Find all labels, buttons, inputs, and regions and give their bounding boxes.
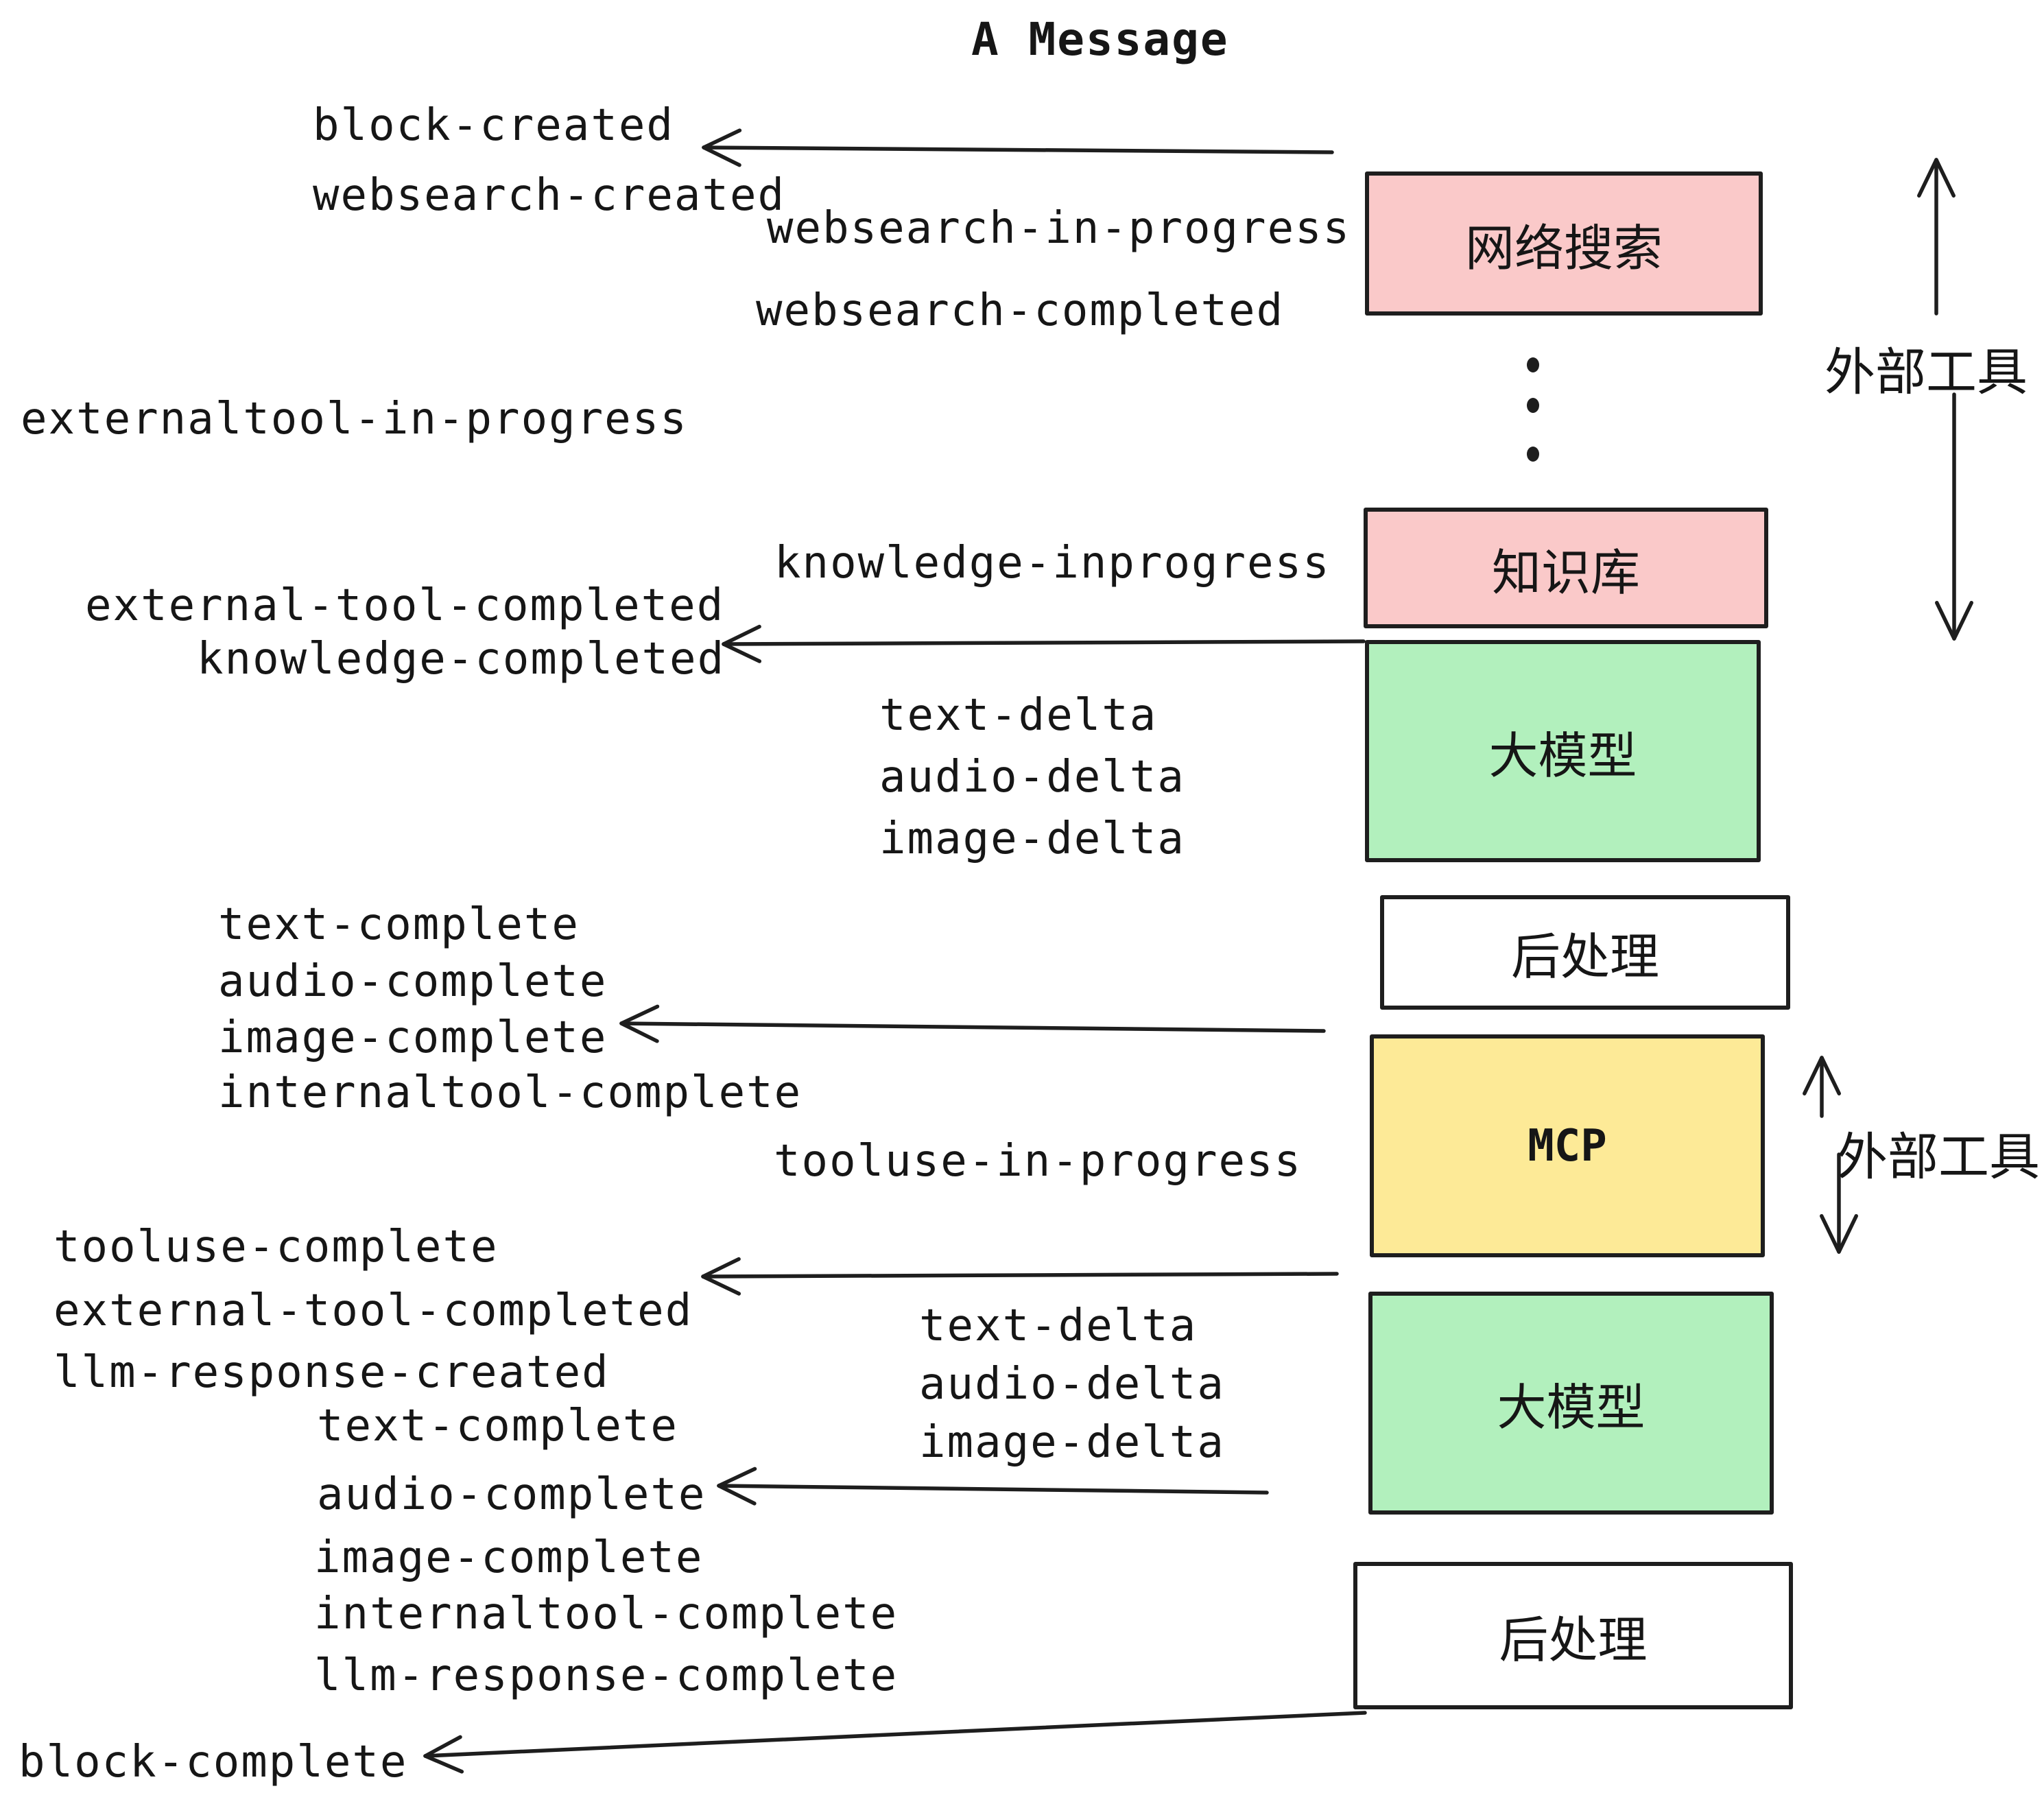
event-label-audio-complete: audio-complete [317, 1469, 706, 1520]
event-label-block-created: block-created [313, 100, 674, 151]
event-label-tooluse-complete: tooluse-complete [54, 1222, 499, 1272]
box-postprocess-2: 后处理 [1353, 1562, 1793, 1709]
event-label-external-tool-completed: external-tool-completed [85, 580, 725, 631]
box-label-postprocess-1: 后处理 [1510, 930, 1659, 985]
box-llm-1: 大模型 [1365, 640, 1761, 862]
arrow-to-audio-complete [717, 1467, 1269, 1506]
arrow-to-block-complete [423, 1711, 1367, 1774]
box-label-knowledge: 知识库 [1491, 545, 1640, 601]
event-label-image-complete: image-complete [314, 1532, 704, 1583]
event-label-audio-complete: audio-complete [218, 956, 608, 1007]
event-label-knowledge-inprogress: knowledge-inprogress [774, 538, 1331, 589]
arrow-to-tooluse-complete [701, 1257, 1339, 1296]
event-label-internaltool-complete: internaltool-complete [314, 1589, 899, 1639]
box-knowledge: 知识库 [1364, 508, 1768, 628]
event-label-knowledge-completed: knowledge-completed [197, 634, 726, 685]
event-label-image-delta: image-delta [919, 1417, 1225, 1468]
event-label-text-complete: text-complete [317, 1401, 678, 1451]
box-label-llm-2: 大模型 [1497, 1381, 1645, 1436]
event-label-text-delta: text-delta [879, 690, 1158, 741]
box-mcp: MCP [1370, 1034, 1765, 1257]
arrow-to-image-complete [619, 1004, 1326, 1043]
event-label-audio-delta: audio-delta [919, 1359, 1225, 1410]
event-label-llm-response-complete: llm-response-complete [314, 1650, 899, 1701]
event-label-external-tool-completed: external-tool-completed [54, 1285, 693, 1336]
box-label-llm-1: 大模型 [1488, 728, 1637, 784]
box-label-postprocess-2: 后处理 [1499, 1613, 1648, 1668]
external-tool-down-arrow [1935, 392, 1973, 641]
arrow-to-knowledge-completed [722, 624, 1366, 663]
arrow-to-block-created [702, 128, 1334, 167]
box-websearch: 网络搜索 [1365, 171, 1763, 316]
diagram-title: A Message [971, 13, 1229, 66]
external-tool-up-arrow [1917, 158, 1956, 316]
ellipsis-dot [1527, 398, 1539, 413]
side-label-external-tools: 外部工具 [1825, 344, 2028, 401]
event-label-websearch-in-progress: websearch-in-progress [767, 203, 1351, 254]
event-label-externaltool-in-progress: externaltool-in-progress [21, 394, 688, 444]
event-label-llm-response-created: llm-response-created [54, 1347, 610, 1398]
side-label-external-tools: 外部工具 [1837, 1128, 2040, 1185]
event-label-tooluse-in-progress: tooluse-in-progress [774, 1136, 1303, 1187]
event-label-image-complete: image-complete [218, 1012, 608, 1063]
external-tool-up-arrow [1803, 1056, 1841, 1118]
box-label-websearch: 网络搜索 [1464, 221, 1663, 276]
event-label-text-complete: text-complete [218, 899, 580, 950]
box-label-mcp: MCP [1528, 1120, 1607, 1172]
event-label-internaltool-complete: internaltool-complete [218, 1067, 803, 1118]
event-label-text-delta: text-delta [919, 1301, 1198, 1351]
box-llm-2: 大模型 [1368, 1292, 1774, 1515]
event-label-websearch-completed: websearch-completed [756, 285, 1285, 336]
event-label-block-complete: block-complete [19, 1737, 408, 1788]
ellipsis-dot [1527, 447, 1539, 462]
event-label-audio-delta: audio-delta [879, 752, 1185, 803]
ellipsis-dot [1527, 357, 1539, 372]
event-label-websearch-created: websearch-created [313, 170, 786, 221]
event-label-image-delta: image-delta [879, 814, 1185, 864]
box-postprocess-1: 后处理 [1380, 895, 1790, 1010]
